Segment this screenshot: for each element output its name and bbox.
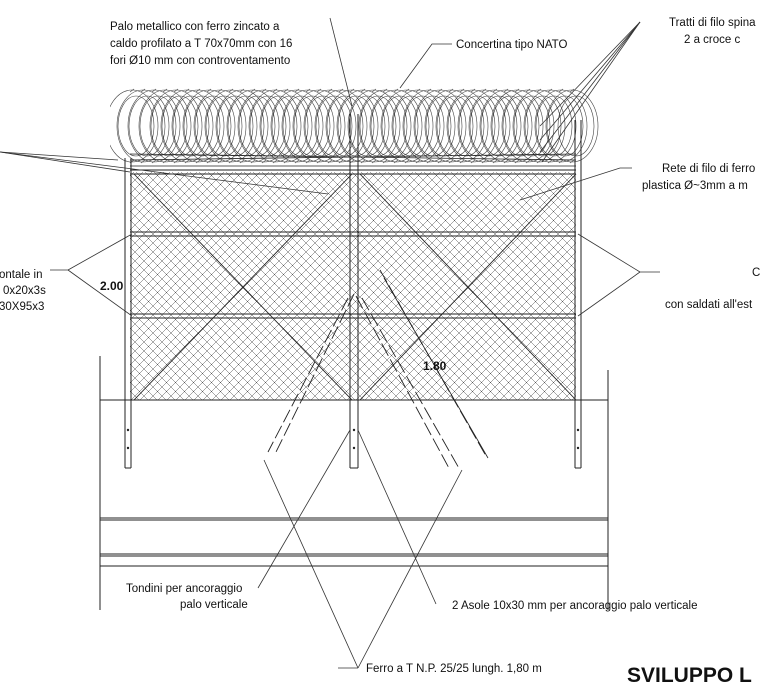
rods-label-line-2: palo verticale — [180, 599, 248, 611]
rail-left-label-line-3: 30X95x3 — [0, 301, 44, 313]
post-fixing-holes — [126, 428, 580, 450]
bar-label: Ferro a T N.P. 25/25 lungh. 1,80 m — [366, 663, 542, 675]
post-label-line-1: Palo metallico con ferro zincato a — [110, 21, 280, 33]
barbed-wire-strands — [129, 153, 577, 167]
ground-section — [99, 356, 609, 610]
diagonal-dimension: 1.80 — [423, 359, 447, 373]
fence-posts — [124, 114, 582, 469]
rail-right-label-line-1: C — [752, 267, 760, 279]
post-label-line-3: fori Ø10 mm con controventamento — [110, 55, 290, 67]
mesh-label-line-2: plastica Ø~3mm a m — [642, 180, 748, 192]
barbed-label-line-2: 2 a croce c — [684, 34, 740, 46]
barbed-label-line-1: Tratti di filo spina — [669, 17, 756, 29]
rods-label-line-1: Tondini per ancoraggio — [126, 583, 242, 595]
height-dimension: 2.00 — [100, 279, 124, 293]
concertina-label: Concertina tipo NATO — [456, 39, 567, 51]
anchor-bars — [267, 269, 487, 471]
rail-left-label-line-2: 0x20x3s — [3, 285, 46, 297]
rail-left-label-line-1: ontale in — [0, 269, 42, 281]
leader-lines — [0, 17, 660, 669]
mesh-panels — [130, 172, 576, 400]
cross-braces — [133, 173, 577, 401]
rail-right-label-line-2: con saldati all'est — [665, 299, 753, 311]
slots-label: 2 Asole 10x30 mm per ancoraggio palo ver… — [452, 600, 697, 612]
drawing-title: SVILUPPO L — [627, 664, 752, 687]
horizontal-rails — [130, 169, 576, 319]
post-label-line-2: caldo profilato a T 70x70mm con 16 — [110, 38, 292, 50]
dimension-markers — [383, 277, 489, 459]
text-layer: Palo metallico con ferro zincato a caldo… — [0, 17, 760, 687]
concertina-coil — [110, 88, 599, 164]
mesh-label-line-1: Rete di filo di ferro — [662, 163, 755, 175]
